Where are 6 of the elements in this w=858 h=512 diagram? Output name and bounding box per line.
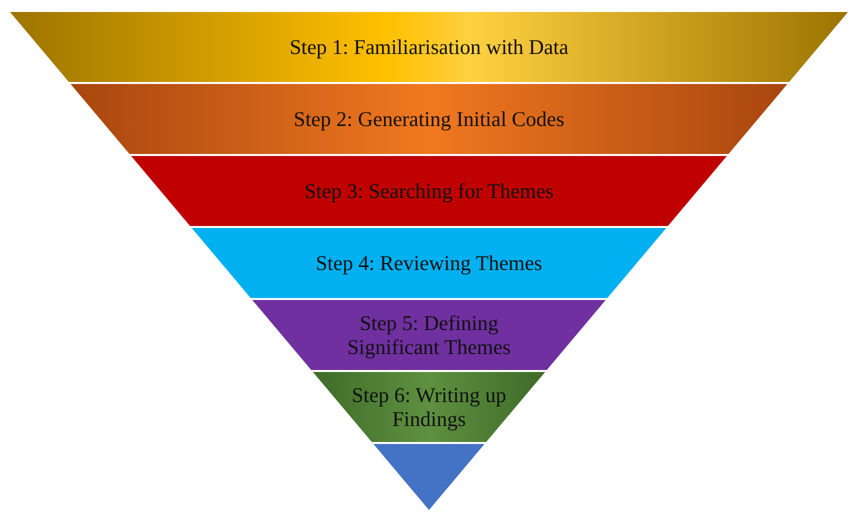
step-label: Step 6: Writing up Findings [350,383,508,431]
step-label: Step 5: Defining Significant Themes [346,311,512,359]
step-label: Step 4: Reviewing Themes [316,251,542,275]
step-label: Step 3: Searching for Themes [304,179,554,203]
step-label: Step 1: Familiarisation with Data [290,35,568,59]
step-label: Step 2: Generating Initial Codes [294,107,564,131]
